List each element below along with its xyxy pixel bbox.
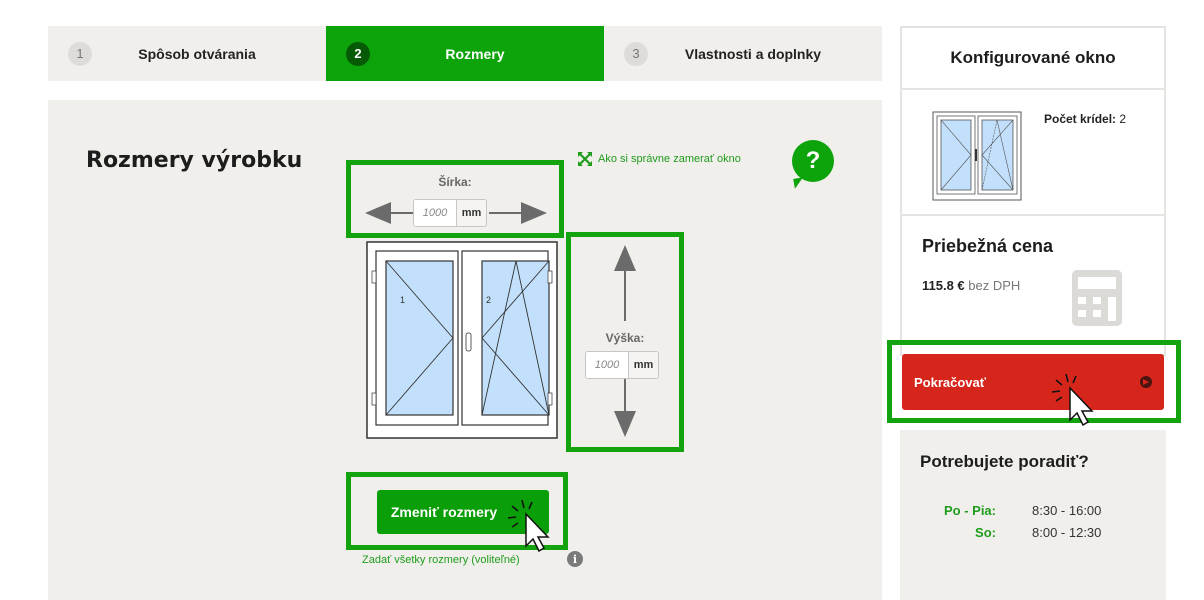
calculator-icon bbox=[1072, 270, 1122, 326]
handle-icon bbox=[465, 332, 472, 352]
height-arrow-down-icon bbox=[614, 379, 636, 437]
arrow-right-circle-icon bbox=[1140, 376, 1152, 388]
price-section: Priebežná cena 115.8 € bez DPH bbox=[902, 216, 1164, 354]
continue-button[interactable]: Pokračovať bbox=[902, 354, 1164, 410]
sash-label: 2 bbox=[486, 295, 491, 305]
page-title: Rozmery výrobku bbox=[86, 148, 303, 173]
step-number: 1 bbox=[68, 41, 92, 66]
hours-day: Po - Pia: bbox=[943, 503, 996, 518]
price-title: Priebežná cena bbox=[922, 236, 1054, 256]
measure-guide-link[interactable]: Ako si správne zamerať okno bbox=[578, 152, 741, 166]
all-dimensions-link[interactable]: Zadať všetky rozmery (voliteľné) bbox=[362, 554, 520, 566]
height-label: Výška: bbox=[605, 331, 645, 345]
width-highlight: Šírka: mm bbox=[346, 160, 564, 238]
width-arrow-left-icon bbox=[365, 202, 423, 224]
sash-label: 1 bbox=[400, 295, 405, 305]
step-number: 3 bbox=[624, 41, 648, 66]
step-dimensions[interactable]: 2 Rozmery bbox=[326, 26, 604, 81]
info-icon[interactable]: i bbox=[567, 551, 583, 567]
configured-window-title: Konfigurované okno bbox=[902, 28, 1164, 90]
configured-window-card: Konfigurované okno Počet krídel: 2 Prieb… bbox=[900, 26, 1166, 356]
price-value: 115.8 € bez DPH bbox=[922, 278, 1021, 293]
height-unit: mm bbox=[628, 352, 658, 378]
hours-time: 8:00 - 12:30 bbox=[1032, 525, 1102, 540]
height-arrow-up-icon bbox=[614, 245, 636, 321]
advice-title: Potrebujete poradiť? bbox=[920, 452, 1089, 471]
window-thumbnail bbox=[932, 111, 1022, 201]
wings-count: Počet krídel: 2 bbox=[1044, 112, 1127, 126]
expand-arrows-icon bbox=[578, 152, 592, 166]
hours-time: 8:30 - 16:00 bbox=[1032, 503, 1102, 518]
width-arrow-right-icon bbox=[489, 202, 547, 224]
continue-highlight: Pokračovať bbox=[887, 340, 1181, 423]
dimensions-panel: Rozmery výrobku Ako si správne zamerať o… bbox=[48, 100, 882, 600]
sidebar: Konfigurované okno Počet krídel: 2 Prieb… bbox=[900, 26, 1166, 356]
help-icon[interactable]: ? bbox=[792, 140, 834, 182]
change-dimensions-button[interactable]: Zmeniť rozmery bbox=[377, 490, 549, 534]
step-label: Vlastnosti a doplnky bbox=[684, 45, 822, 62]
height-input[interactable] bbox=[586, 352, 628, 378]
sash-2-glass bbox=[481, 260, 550, 416]
width-unit: mm bbox=[456, 200, 486, 226]
step-number: 2 bbox=[346, 41, 370, 66]
width-field: mm bbox=[413, 199, 487, 227]
width-label: Šírka: bbox=[438, 175, 472, 189]
hours-row: So: 8:00 - 12:30 bbox=[920, 525, 1101, 540]
hours-day: So: bbox=[975, 525, 996, 540]
step-properties[interactable]: 3 Vlastnosti a doplnky bbox=[604, 26, 882, 81]
window-diagram: 1 2 bbox=[366, 241, 558, 439]
width-input[interactable] bbox=[414, 200, 456, 226]
wizard-steps: 1 Spôsob otvárania 2 Rozmery 3 Vlastnost… bbox=[48, 26, 882, 81]
advice-panel: Potrebujete poradiť? Po - Pia: 8:30 - 16… bbox=[900, 430, 1166, 600]
hours-row: Po - Pia: 8:30 - 16:00 bbox=[920, 503, 1101, 518]
step-label: Rozmery bbox=[445, 45, 505, 62]
step-opening-method[interactable]: 1 Spôsob otvárania bbox=[48, 26, 326, 81]
change-dimensions-highlight: Zmeniť rozmery bbox=[346, 472, 568, 550]
step-label: Spôsob otvárania bbox=[138, 45, 256, 62]
height-highlight: Výška: mm bbox=[566, 232, 684, 452]
measure-guide-label: Ako si správne zamerať okno bbox=[598, 153, 741, 165]
height-field: mm bbox=[585, 351, 659, 379]
opening-hours: Po - Pia: 8:30 - 16:00 So: 8:00 - 12:30 bbox=[920, 503, 1101, 547]
sash-1-glass bbox=[385, 260, 454, 416]
